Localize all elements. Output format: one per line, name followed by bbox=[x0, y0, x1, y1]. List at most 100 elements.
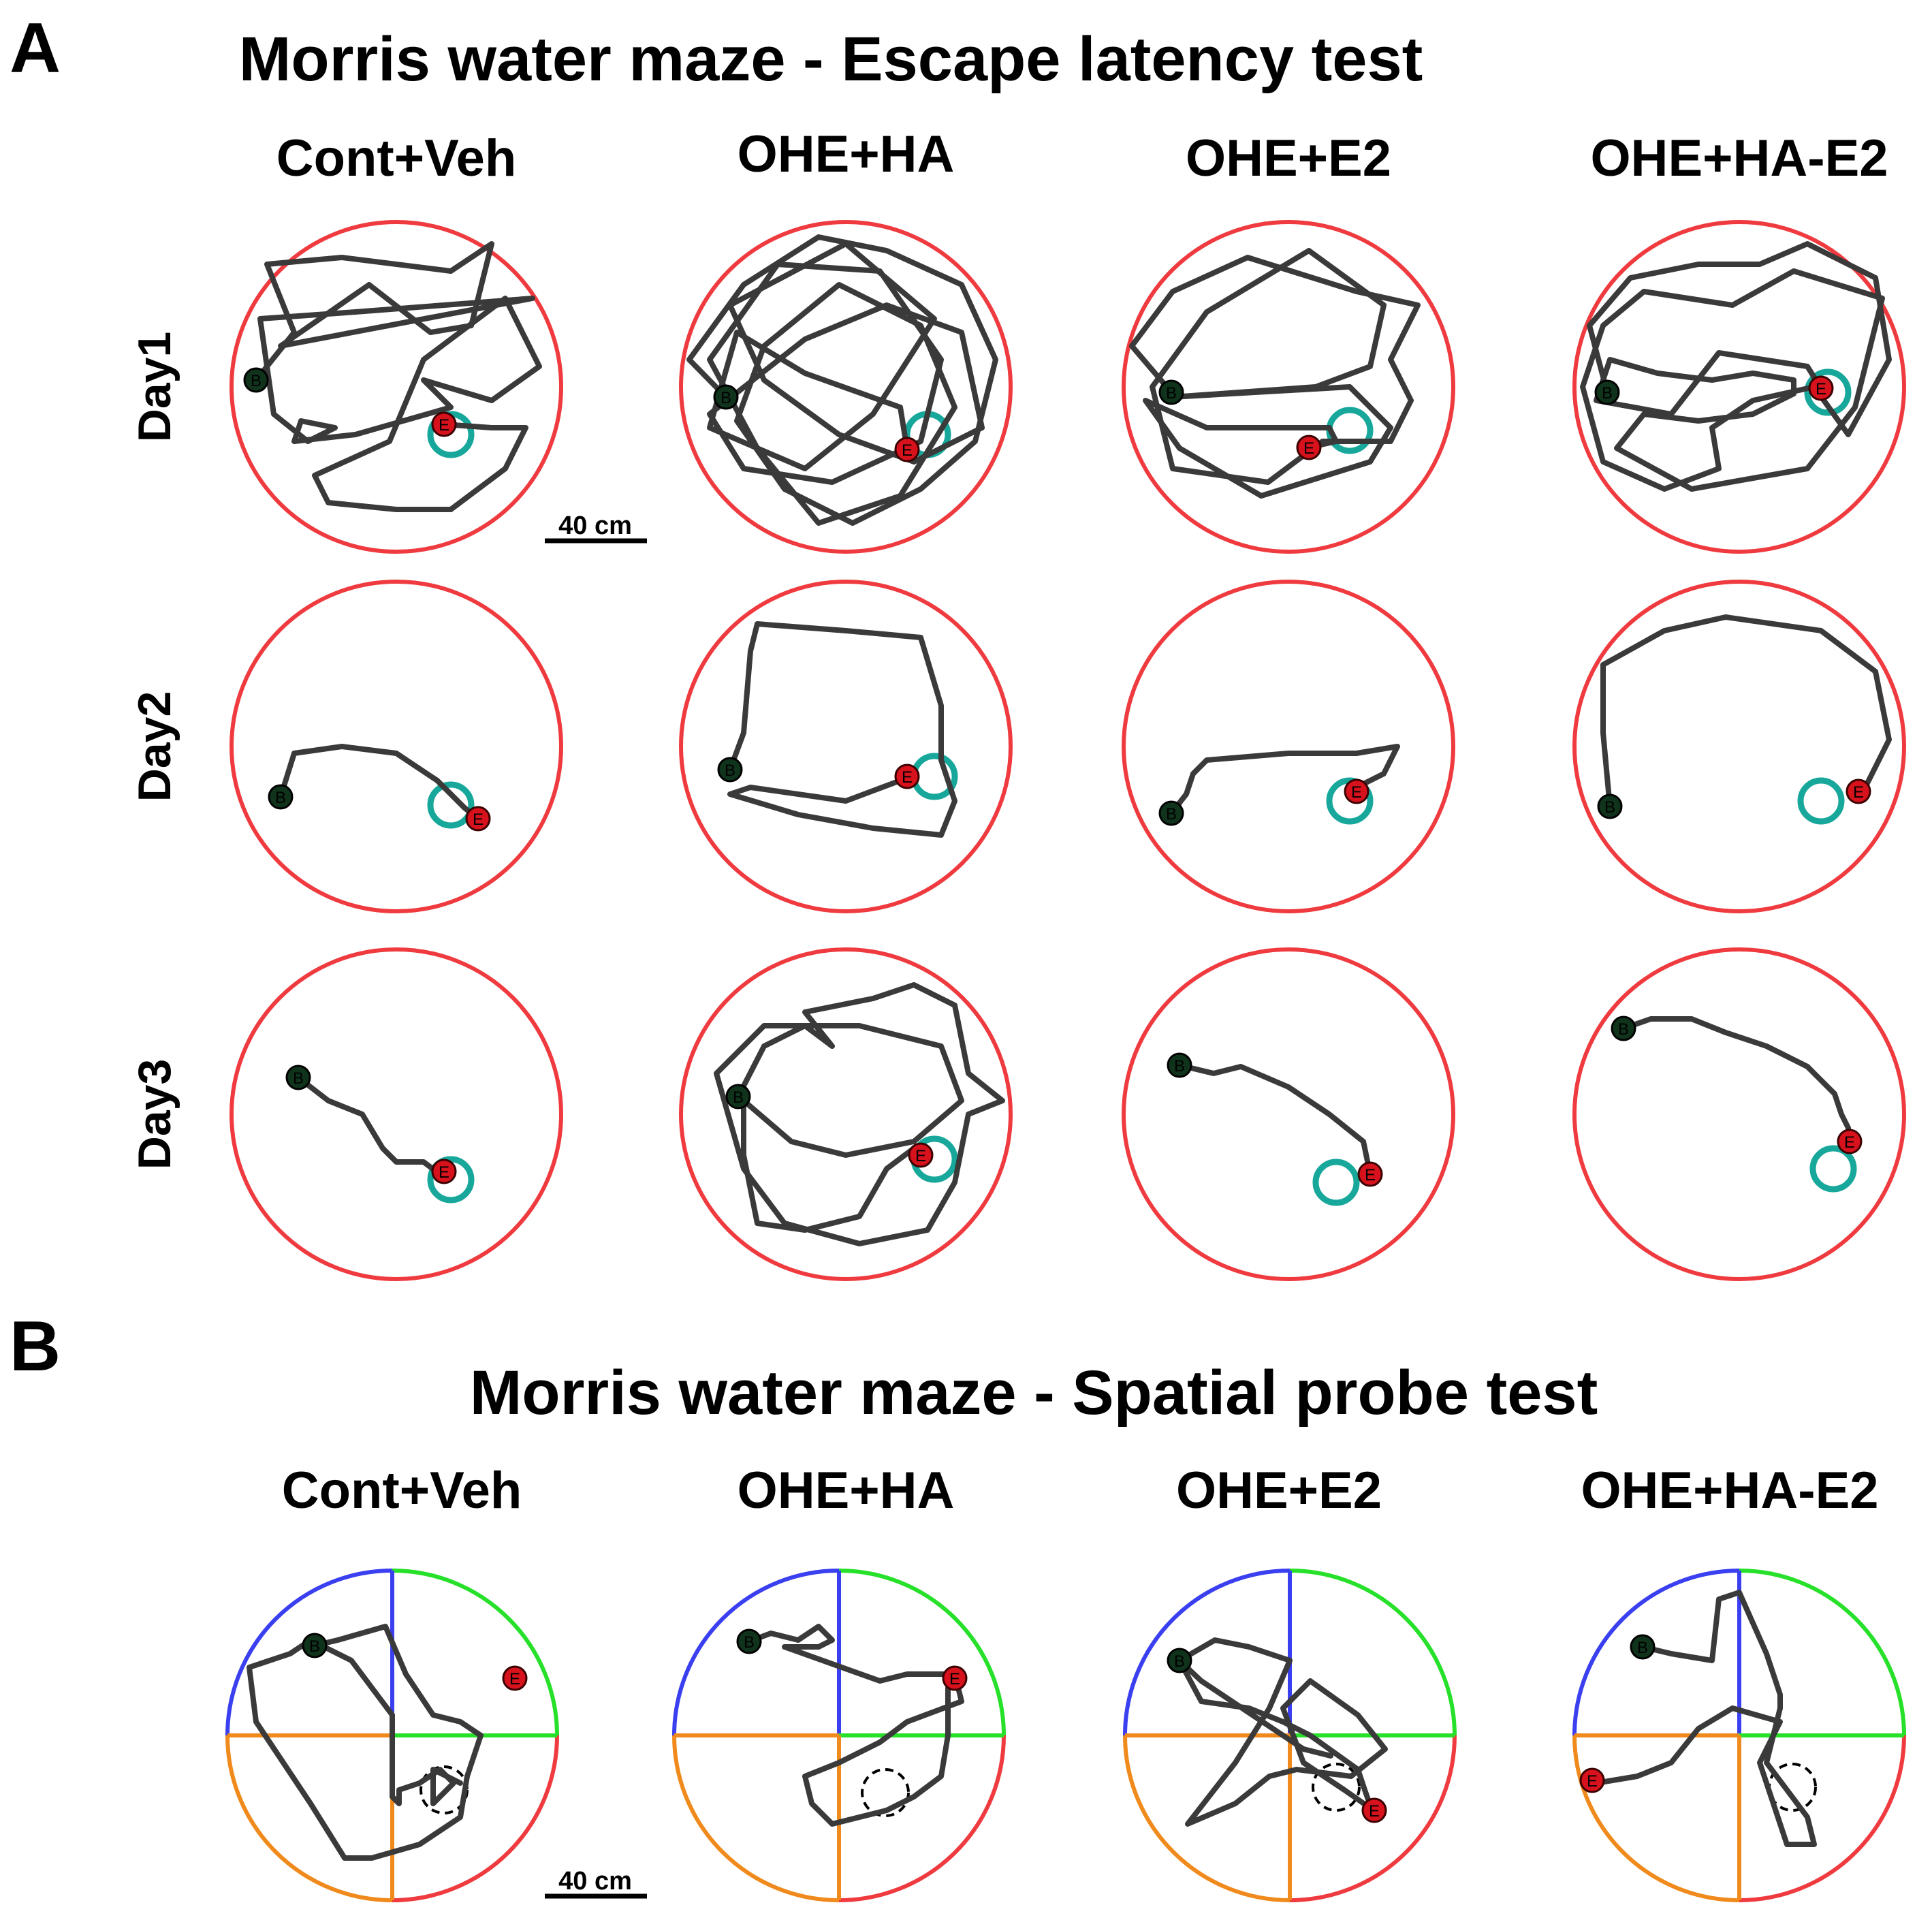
pool-day2-cont-veh-outline bbox=[229, 580, 563, 913]
panel-a-group-title-1: Cont+Veh bbox=[276, 129, 517, 187]
pool-day2-ohe-e2-platform bbox=[1326, 777, 1374, 825]
pool-day1-ohe-e2: BE bbox=[1122, 220, 1455, 554]
pool-day1-ohe-ha-outline bbox=[679, 220, 1013, 554]
pool-day1-ohe-ha-e2-end-marker-dot bbox=[1808, 375, 1834, 401]
day-label-2: Day2 bbox=[129, 691, 180, 802]
probe-pool-ohe-ha-e2-end-marker: E bbox=[1579, 1767, 1605, 1793]
pool-day3-cont-veh-begin-marker-dot bbox=[285, 1065, 311, 1090]
pool-day3-cont-veh-platform bbox=[427, 1156, 475, 1203]
pool-day2-ohe-ha-e2-begin-marker: B bbox=[1597, 793, 1623, 819]
probe-pool-ohe-e2-begin-marker-letter: B bbox=[1174, 1652, 1185, 1671]
probe-pool-ohe-ha-swim-path bbox=[746, 1624, 964, 1827]
pool-day1-ohe-e2-swim-path bbox=[1129, 248, 1421, 499]
pool-day3-ohe-ha-end-marker: E bbox=[908, 1142, 934, 1168]
probe-pool-cont-veh-quadrant-ne-arc bbox=[392, 1569, 559, 1736]
probe-pool-ohe-ha-e2-quadrant-sw-arc bbox=[1572, 1735, 1740, 1902]
probe-pool-cont-veh: BE bbox=[225, 1569, 559, 1902]
pool-day2-ohe-ha-begin-marker-dot bbox=[717, 757, 743, 783]
probe-pool-ohe-ha-quadrant-nw-arc bbox=[672, 1569, 840, 1736]
panel-a-group-title-4: OHE+HA-E2 bbox=[1590, 129, 1888, 187]
pool-day2-ohe-e2-begin-marker-dot bbox=[1158, 800, 1184, 826]
panel-a-group-title-3: OHE+E2 bbox=[1186, 129, 1391, 187]
pool-day2-ohe-e2-outline bbox=[1122, 580, 1455, 913]
pool-day1-ohe-e2-end-marker-letter: E bbox=[1303, 439, 1314, 458]
probe-pool-ohe-ha-end-marker-letter: E bbox=[949, 1670, 960, 1688]
day-label-3: Day3 bbox=[129, 1059, 180, 1170]
pool-day2-cont-veh-end-marker-dot bbox=[465, 806, 491, 832]
probe-pool-ohe-e2: BE bbox=[1123, 1569, 1457, 1902]
pool-day2-ohe-e2-end-marker: E bbox=[1344, 778, 1369, 804]
pool-day3-ohe-e2-begin-marker-dot bbox=[1167, 1052, 1192, 1078]
pool-day3-cont-veh-begin-marker-letter: B bbox=[293, 1069, 304, 1088]
probe-pool-ohe-e2-begin-marker-dot bbox=[1167, 1648, 1192, 1673]
probe-pool-ohe-ha-e2-quadrant-se-arc bbox=[1739, 1735, 1906, 1902]
pool-day2-ohe-ha-e2-end-marker-letter: E bbox=[1853, 783, 1864, 802]
pool-day3-cont-veh-end-marker-dot bbox=[431, 1159, 457, 1184]
probe-pool-ohe-ha-quadrant-ne-arc bbox=[838, 1569, 1006, 1736]
pool-day2-ohe-ha-begin-marker: B bbox=[717, 757, 743, 783]
pool-day1-ohe-e2-begin-marker-dot bbox=[1158, 379, 1184, 405]
pool-day2-cont-veh-platform bbox=[427, 781, 475, 829]
probe-pool-ohe-ha-quadrant-sw-arc bbox=[672, 1735, 840, 1902]
probe-pool-cont-veh-end-marker-dot bbox=[502, 1665, 528, 1691]
panel-b-group-title-4: OHE+HA-E2 bbox=[1581, 1462, 1878, 1520]
pool-day3-ohe-e2-end-marker: E bbox=[1357, 1161, 1383, 1187]
probe-pool-ohe-ha-e2-quadrant-ne-arc bbox=[1739, 1569, 1906, 1736]
pool-day3-ohe-e2: BE bbox=[1122, 947, 1455, 1281]
pool-day1-ohe-ha-e2-end-marker-letter: E bbox=[1816, 380, 1826, 398]
probe-pool-ohe-e2-begin-marker: B bbox=[1167, 1648, 1192, 1673]
pool-day1-ohe-e2-begin-marker: B bbox=[1158, 379, 1184, 405]
pool-day2-ohe-e2: BE bbox=[1122, 580, 1455, 913]
probe-pool-ohe-e2-former-platform bbox=[1312, 1763, 1361, 1812]
pool-day1-ohe-ha-e2-swim-path bbox=[1580, 241, 1892, 492]
pool-day1-ohe-ha-end-marker-letter: E bbox=[902, 441, 913, 460]
pool-day2-cont-veh-begin-marker-letter: B bbox=[275, 789, 286, 807]
panel-b-title: Morris water maze - Spatial probe test bbox=[470, 1358, 1598, 1428]
pool-day2-ohe-e2-begin-marker-letter: B bbox=[1166, 805, 1177, 823]
pool-day1-ohe-e2-platform bbox=[1326, 407, 1374, 454]
pool-day3-ohe-ha-outline bbox=[679, 947, 1013, 1281]
pool-day1-ohe-ha-begin-marker-dot bbox=[713, 384, 739, 410]
pool-day2-ohe-ha-e2-outline bbox=[1572, 580, 1906, 913]
probe-pool-cont-veh-begin-marker-letter: B bbox=[309, 1637, 320, 1656]
panel-b-group-title-2: OHE+HA bbox=[738, 1462, 955, 1520]
probe-pool-ohe-ha-quadrant-se-arc bbox=[838, 1735, 1006, 1902]
probe-pool-ohe-ha-e2-quadrant-nw-arc bbox=[1572, 1569, 1740, 1736]
pool-day3-ohe-ha-end-marker-letter: E bbox=[915, 1147, 926, 1165]
pool-day3-cont-veh-swim-path bbox=[296, 1075, 447, 1175]
probe-pool-cont-veh-begin-marker: B bbox=[302, 1633, 328, 1658]
pool-day2-ohe-e2-swim-path bbox=[1169, 744, 1400, 816]
pool-day2-cont-veh: BE bbox=[229, 580, 563, 913]
pool-day1-ohe-ha-e2-begin-marker-letter: B bbox=[1602, 384, 1613, 403]
pool-day2-ohe-ha-e2: BE bbox=[1572, 580, 1906, 913]
pool-day1-ohe-e2-end-marker-dot bbox=[1296, 435, 1322, 460]
pool-day2-ohe-ha-e2-end-marker: E bbox=[1846, 778, 1871, 804]
panel-a-letter: A bbox=[10, 9, 61, 88]
probe-pool-ohe-e2-end-marker-letter: E bbox=[1369, 1802, 1380, 1821]
pool-day3-ohe-e2-begin-marker: B bbox=[1167, 1052, 1192, 1078]
probe-pool-ohe-ha-e2-swim-path bbox=[1589, 1590, 1817, 1847]
pool-day3-cont-veh-end-marker: E bbox=[431, 1159, 457, 1184]
pool-day2-ohe-ha-e2-end-marker-dot bbox=[1846, 778, 1871, 804]
probe-pool-cont-veh-quadrant-se-arc bbox=[392, 1735, 559, 1902]
pool-day2-ohe-ha-end-marker-letter: E bbox=[902, 768, 913, 787]
pool-day3-ohe-e2-begin-marker-letter: B bbox=[1174, 1057, 1185, 1075]
pool-day2-ohe-ha-e2-platform bbox=[1797, 777, 1845, 825]
probe-pool-ohe-e2-quadrant-ne-arc bbox=[1289, 1569, 1457, 1736]
pool-day1-ohe-ha-begin-marker: B bbox=[713, 384, 739, 410]
probe-pool-ohe-ha: BE bbox=[672, 1569, 1006, 1902]
probe-pool-ohe-e2-quadrant-se-arc bbox=[1289, 1735, 1457, 1902]
pool-day1-cont-veh-begin-marker-letter: B bbox=[251, 372, 262, 390]
pool-day1-ohe-e2-end-marker: E bbox=[1296, 435, 1322, 460]
pool-day1-cont-veh: BE bbox=[229, 220, 563, 554]
scale-bar-b-label: 40 cm bbox=[558, 1867, 632, 1895]
panel-b-group-title-3: OHE+E2 bbox=[1176, 1462, 1382, 1520]
pool-day2-ohe-ha-outline bbox=[679, 580, 1013, 913]
pool-day2-cont-veh-begin-marker: B bbox=[268, 784, 294, 810]
probe-pool-cont-veh-swim-path bbox=[247, 1624, 484, 1861]
probe-pool-ohe-ha-e2: BE bbox=[1572, 1569, 1906, 1902]
pool-day3-ohe-ha-end-marker-dot bbox=[908, 1142, 934, 1168]
